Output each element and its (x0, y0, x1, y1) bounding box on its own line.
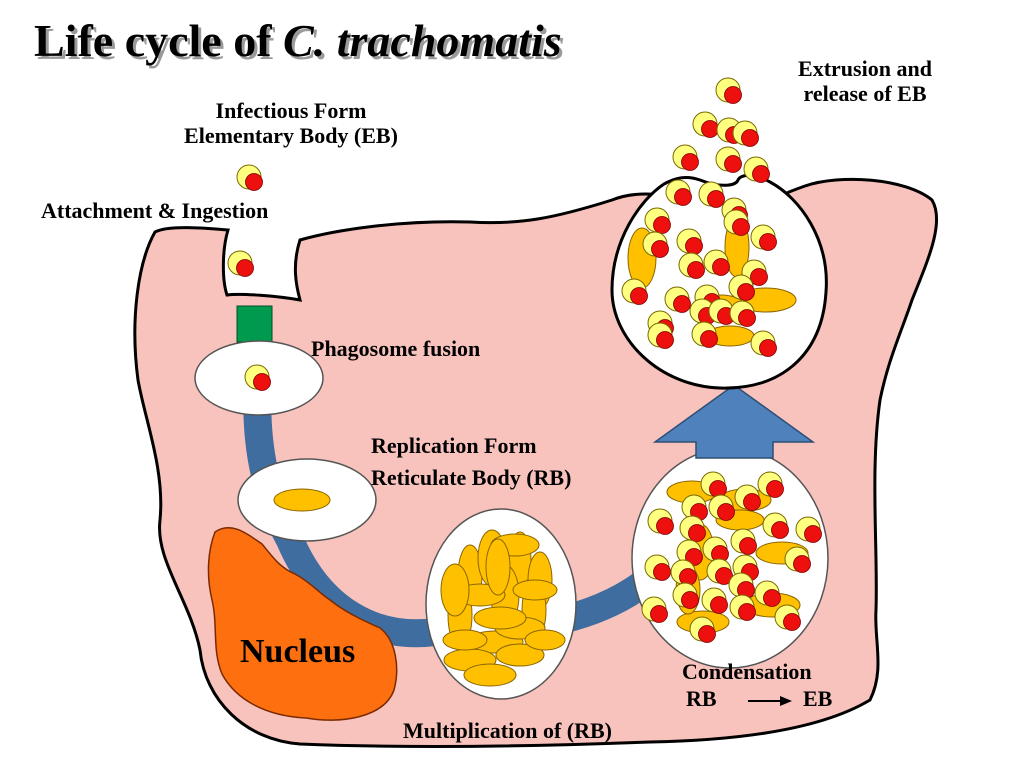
eb-released (676, 228, 703, 255)
eb-condensing (702, 536, 729, 563)
eb-condensing (701, 587, 728, 614)
reticulate-body (440, 563, 470, 617)
eb-condensing (757, 471, 784, 498)
release-arrow (652, 384, 816, 459)
eb-condensing (754, 580, 781, 607)
eb-released (743, 156, 770, 183)
eb-released (678, 252, 705, 279)
eb-released (729, 300, 756, 327)
eb-released (665, 179, 692, 206)
eb-condensing (647, 508, 674, 535)
eb-released (728, 274, 755, 301)
eb-released (647, 322, 674, 349)
eb-released (750, 330, 777, 357)
eb-phagosome (244, 364, 271, 391)
replication-form-label: Replication Form Reticulate Body (RB) (371, 430, 571, 494)
eb-condensing (706, 558, 733, 585)
elementary-body-text: Elementary Body (EB) (184, 123, 398, 149)
eb-condensing (795, 516, 822, 543)
eb-condensing (708, 494, 735, 521)
eb-released (750, 224, 777, 251)
eb-released (692, 111, 719, 138)
eb-released (664, 286, 691, 313)
eb-released (723, 209, 750, 236)
extrusion-line2: release of EB (803, 81, 927, 107)
receptor (236, 305, 273, 343)
eb-released (698, 181, 725, 208)
title-species: C. trachomatis (283, 15, 562, 66)
reticulate-body (524, 629, 566, 651)
multiplication-label: Multiplication of (RB) (403, 718, 612, 743)
extrusion-line1: Extrusion and (798, 56, 932, 81)
reticulate-body-text: Reticulate Body (RB) (371, 464, 572, 490)
rb-cluster (440, 529, 566, 687)
rb-to-eb-arrow (748, 696, 792, 706)
eb-singles (227, 164, 271, 391)
nucleus (207, 526, 398, 721)
eb-condensing (641, 596, 668, 623)
eb-released (642, 231, 669, 258)
attachment-label: Attachment & Ingestion (41, 198, 269, 223)
reticulate-body (273, 488, 331, 512)
phagosome-fusion-label: Phagosome fusion (311, 336, 481, 361)
eb-condensing (730, 528, 757, 555)
condensation-label: Condensation (682, 659, 812, 684)
eb-condensing (672, 582, 699, 609)
eb-released (703, 249, 730, 276)
eb-infectious (236, 164, 263, 191)
reticulate-body (512, 579, 558, 601)
eb-released (621, 278, 648, 305)
reticulate-body (442, 629, 488, 651)
eb-condensing (700, 471, 727, 498)
eb-condensing (676, 539, 703, 566)
reticulate-body (463, 663, 517, 687)
eb-condensing (689, 616, 716, 643)
condensation-cluster (641, 471, 822, 643)
page-title: Life cycle of C. trachomatis (34, 14, 562, 67)
nucleus-label: Nucleus (240, 633, 356, 670)
rb-label: RB (686, 686, 717, 711)
title-prefix: Life cycle of (34, 15, 284, 66)
eb-released (732, 120, 759, 147)
replication-form-text: Replication Form (371, 433, 537, 458)
eb-released (715, 146, 742, 173)
eb-condensing (774, 604, 801, 631)
eb-attaching (227, 250, 254, 277)
eb-condensing (734, 484, 761, 511)
eb-released (715, 77, 742, 104)
extrusion-cluster (621, 77, 797, 357)
eb-label: EB (803, 686, 833, 711)
eb-condensing (762, 512, 789, 539)
eb-released (672, 144, 699, 171)
eb-condensing (728, 572, 755, 599)
reticulate-body (473, 606, 527, 630)
eb-released (644, 207, 671, 234)
infectious-form-label: Infectious Form Elementary Body (EB) (146, 98, 436, 149)
eb-condensing (679, 515, 706, 542)
extrusion-label: Extrusion and release of EB (760, 56, 970, 107)
infectious-form-text: Infectious Form (215, 98, 367, 123)
reticulate-body (485, 538, 511, 596)
eb-condensing (784, 546, 811, 573)
eb-released (691, 321, 718, 348)
reticulate-body (495, 643, 545, 667)
eb-condensing (729, 594, 756, 621)
